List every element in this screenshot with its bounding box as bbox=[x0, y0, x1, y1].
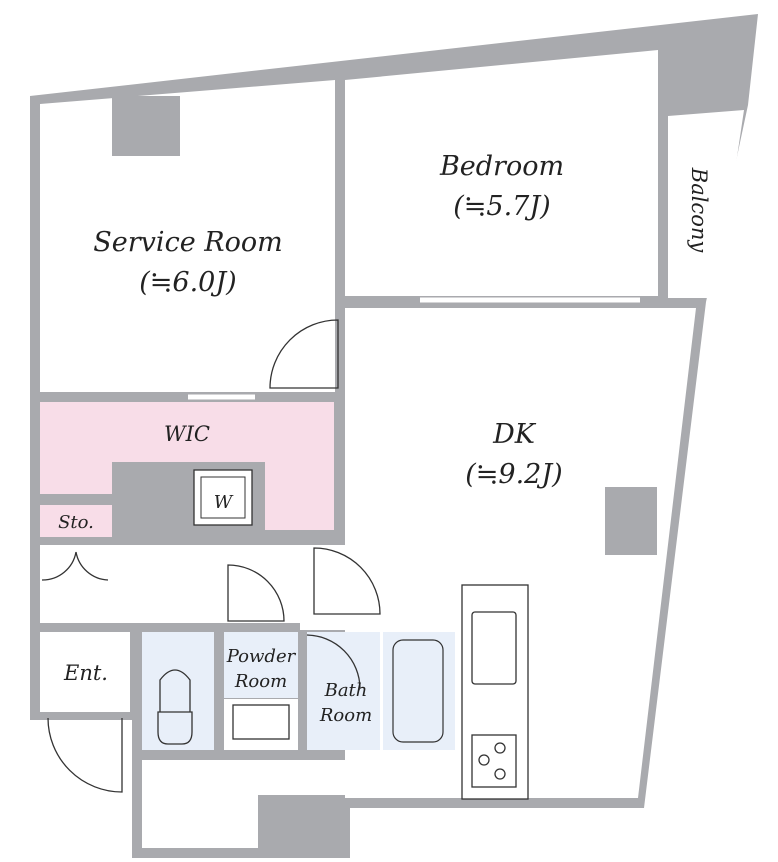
kitchen-counter bbox=[461, 584, 529, 800]
balcony-label: Balcony bbox=[687, 167, 711, 254]
stove-icon bbox=[471, 734, 517, 788]
kitchen-sink-icon bbox=[471, 611, 517, 685]
bath-room-label-1: Bath bbox=[324, 680, 368, 701]
powder-room-label-1: Powder bbox=[226, 646, 297, 667]
service-room-size: (≒6.0J) bbox=[139, 267, 236, 298]
entrance-door[interactable] bbox=[47, 717, 123, 793]
bath-room-label-2: Room bbox=[319, 705, 372, 726]
bedroom-name: Bedroom bbox=[439, 151, 564, 182]
toilet-room bbox=[142, 632, 214, 750]
washer bbox=[200, 476, 246, 519]
service-room-name: Service Room bbox=[93, 227, 282, 258]
bath-door[interactable] bbox=[306, 634, 361, 689]
hall-door[interactable] bbox=[227, 564, 285, 622]
sink-icon bbox=[232, 704, 290, 740]
wic-room bbox=[40, 402, 334, 530]
wic-label: WIC bbox=[164, 422, 210, 446]
toilet-icon bbox=[157, 669, 193, 745]
service-room bbox=[40, 80, 335, 392]
bathtub bbox=[392, 639, 444, 743]
entrance bbox=[40, 632, 130, 712]
dk-door[interactable] bbox=[313, 547, 381, 615]
entrance-label: Ent. bbox=[63, 661, 108, 685]
balcony bbox=[668, 110, 744, 298]
bath-room bbox=[307, 632, 380, 750]
bedroom bbox=[345, 50, 658, 296]
column bbox=[112, 96, 180, 156]
dk-pillar bbox=[605, 487, 657, 555]
storage-door[interactable] bbox=[41, 551, 109, 581]
dk-name: DK bbox=[492, 419, 537, 450]
powder-room bbox=[224, 632, 298, 698]
powder-room-label-2: Room bbox=[234, 671, 287, 692]
storage-room bbox=[40, 505, 112, 537]
powder-room-vanity bbox=[224, 699, 298, 750]
service-room-door[interactable] bbox=[269, 319, 339, 389]
hallway bbox=[40, 545, 302, 623]
lower-storage bbox=[142, 760, 345, 848]
bedroom-size: (≒5.7J) bbox=[453, 191, 550, 222]
dk-size: (≒9.2J) bbox=[465, 459, 562, 490]
storage-label: Sto. bbox=[58, 512, 94, 533]
washer-label: W bbox=[214, 492, 234, 513]
